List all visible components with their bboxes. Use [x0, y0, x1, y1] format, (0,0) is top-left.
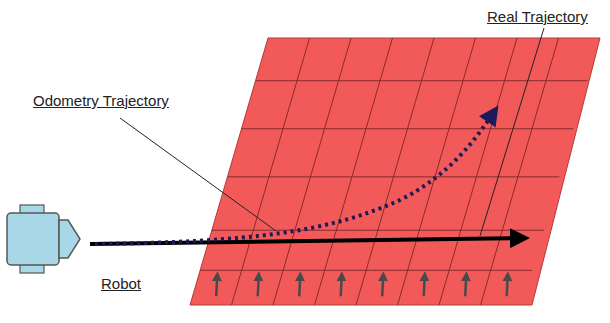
- label: Odometry Trajectory: [33, 92, 169, 110]
- floor-arrow: [341, 276, 342, 296]
- grid-line: [227, 176, 559, 177]
- grid-line: [481, 38, 559, 305]
- grid-line: [356, 38, 434, 305]
- real-trajectory: [90, 238, 522, 244]
- grid-line: [256, 80, 588, 81]
- grid-line: [241, 128, 573, 129]
- grid-line: [439, 38, 517, 305]
- floor-arrow: [258, 276, 259, 296]
- grid-line: [200, 270, 532, 271]
- grid-line: [315, 38, 393, 305]
- floor-arrow: [465, 276, 466, 296]
- leader-line: [120, 118, 276, 231]
- label: Real Trajectory: [487, 8, 588, 26]
- leader-line: [480, 28, 544, 236]
- robot-body: [7, 213, 59, 265]
- floor-arrow: [216, 276, 217, 296]
- grid-lines: [200, 38, 587, 305]
- grid-line: [212, 230, 544, 231]
- floor-arrow: [382, 276, 383, 296]
- robot-icon: [7, 205, 80, 273]
- odometry-trajectory: [95, 112, 494, 244]
- label: Robot: [101, 275, 141, 293]
- grid-line: [232, 38, 310, 305]
- floor-arrow: [507, 276, 508, 296]
- robot-nose: [59, 220, 80, 258]
- grid-line: [273, 38, 351, 305]
- grid-line: [398, 38, 476, 305]
- floor-arrow: [299, 276, 300, 296]
- floor-grid: [190, 38, 600, 305]
- floor-arrow: [424, 276, 425, 296]
- floor-arrows: [216, 276, 508, 296]
